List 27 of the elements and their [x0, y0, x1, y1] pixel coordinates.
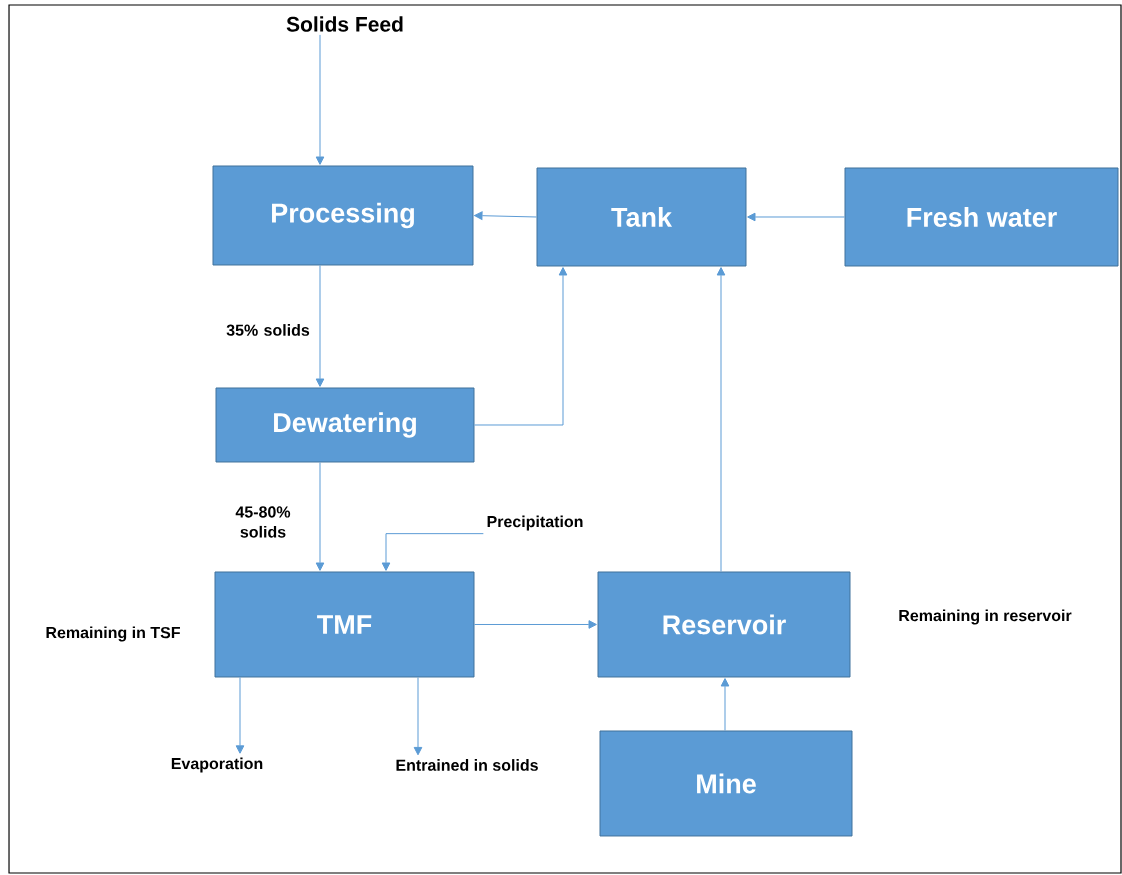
process-box: Fresh water	[844, 167, 1119, 267]
process-box: Mine	[599, 730, 853, 837]
arrow	[716, 267, 726, 572]
flow-label: Evaporation	[171, 757, 263, 773]
arrow	[474, 267, 568, 426]
process-box: Reservoir	[597, 571, 851, 678]
arrow	[474, 620, 597, 629]
arrow	[747, 212, 845, 222]
note-label: Remaining in reservoir	[899, 609, 1072, 625]
process-box: Tank	[536, 167, 747, 267]
process-box: Dewatering	[215, 387, 475, 463]
arrow	[315, 265, 325, 387]
arrow	[381, 533, 484, 571]
flow-label: Precipitation	[487, 515, 583, 531]
arrow	[235, 677, 245, 754]
arrow	[720, 678, 730, 731]
process-box: Processing	[212, 165, 474, 266]
arrow	[413, 677, 423, 756]
flow-label: Entrained in solids	[396, 759, 538, 771]
flow-label: Solids Feed	[286, 16, 403, 32]
note-label: Remaining in TSF	[46, 626, 180, 642]
arrow	[315, 462, 325, 571]
edge-label: 45-80% solids	[235, 506, 291, 538]
process-box: TMF	[214, 571, 475, 678]
edge-label: 35% solids	[226, 324, 310, 336]
arrow	[474, 211, 537, 220]
arrow	[315, 34, 325, 165]
